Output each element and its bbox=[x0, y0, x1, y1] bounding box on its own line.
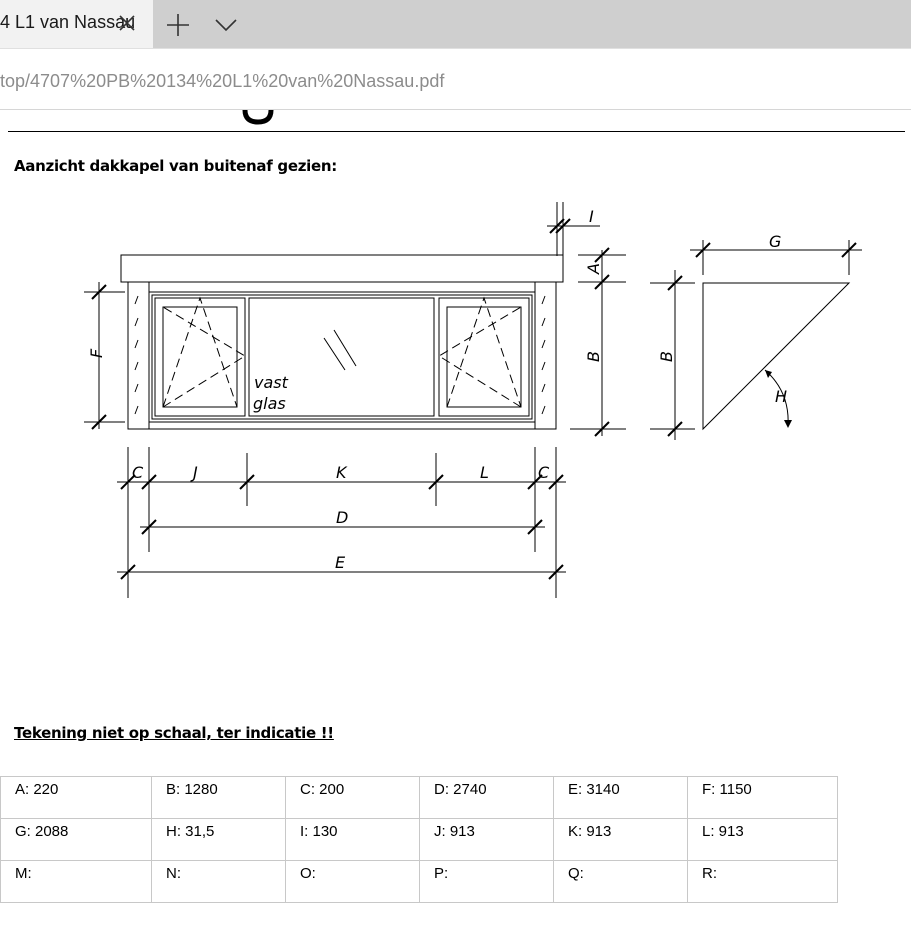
table-row: A: 220 B: 1280 C: 200 D: 2740 E: 3140 F:… bbox=[0, 776, 838, 819]
dimension-tick bbox=[667, 421, 683, 437]
table-cell: P: bbox=[419, 860, 554, 903]
table-cell: D: 2740 bbox=[419, 776, 554, 819]
label-g: G bbox=[769, 232, 781, 251]
hatch-line bbox=[541, 317, 546, 327]
label-l: L bbox=[480, 463, 489, 482]
dimension-tick bbox=[91, 284, 107, 300]
side-profile bbox=[702, 282, 851, 431]
dimension-tick bbox=[527, 474, 543, 490]
table-cell: K: 913 bbox=[553, 818, 688, 861]
dormer-drawing: F A B B I G H C J K L C D E vast glas bbox=[84, 202, 862, 598]
label-c-left: C bbox=[132, 463, 144, 482]
hatch-line bbox=[541, 405, 546, 415]
hatch-line bbox=[134, 295, 139, 305]
plus-icon[interactable] bbox=[165, 12, 191, 38]
close-icon[interactable] bbox=[116, 12, 138, 34]
dimension-tick bbox=[141, 519, 157, 535]
table-cell: H: 31,5 bbox=[151, 818, 286, 861]
dimension-tick bbox=[428, 474, 444, 490]
hatch-line bbox=[541, 383, 546, 393]
dimension-tick bbox=[91, 414, 107, 430]
tab-strip: 4 L1 van Nassau bbox=[0, 0, 911, 48]
scale-note: Tekening niet op schaal, ter indicatie !… bbox=[14, 724, 334, 742]
dimension-tick bbox=[527, 519, 543, 535]
label-d: D bbox=[336, 508, 348, 527]
table-cell: C: 200 bbox=[285, 776, 420, 819]
label-f: F bbox=[87, 348, 106, 358]
dimension-tick bbox=[239, 474, 255, 490]
table-cell: O: bbox=[285, 860, 420, 903]
dimension-tick bbox=[548, 474, 564, 490]
dimensions-table: A: 220 B: 1280 C: 200 D: 2740 E: 3140 F:… bbox=[0, 776, 838, 903]
hatch-line bbox=[541, 361, 546, 371]
tab-title: 4 L1 van Nassau bbox=[0, 12, 136, 32]
table-row: M: N: O: P: Q: R: bbox=[0, 860, 838, 903]
label-b-side: B bbox=[657, 351, 676, 362]
table-cell: N: bbox=[151, 860, 286, 903]
dimension-tick bbox=[548, 564, 564, 580]
label-b-front: B bbox=[584, 351, 603, 362]
section-title: Aanzicht dakkapel van buitenaf gezien: bbox=[14, 157, 337, 175]
hatch-line bbox=[541, 339, 546, 349]
table-cell: R: bbox=[687, 860, 838, 903]
dimension-tick bbox=[594, 247, 610, 263]
heading-rule bbox=[8, 131, 905, 132]
dimension-tick bbox=[120, 564, 136, 580]
hatch-line bbox=[134, 405, 139, 415]
dimension-tick bbox=[695, 242, 711, 258]
dimension-tick bbox=[141, 474, 157, 490]
table-cell: B: 1280 bbox=[151, 776, 286, 819]
table-cell: I: 130 bbox=[285, 818, 420, 861]
table-cell: E: 3140 bbox=[553, 776, 688, 819]
table-cell: F: 1150 bbox=[687, 776, 838, 819]
chevron-down-icon[interactable] bbox=[213, 12, 239, 38]
roof-fascia bbox=[120, 254, 564, 283]
url-text[interactable]: top/4707%20PB%20134%20L1%20van%20Nassau.… bbox=[0, 71, 445, 91]
dimension-tick bbox=[549, 218, 565, 234]
table-cell: L: 913 bbox=[687, 818, 838, 861]
label-k: K bbox=[336, 463, 348, 482]
table-cell: J: 913 bbox=[419, 818, 554, 861]
label-i: I bbox=[589, 207, 594, 226]
label-glas: glas bbox=[253, 394, 286, 413]
table-cell: G: 2088 bbox=[0, 818, 152, 861]
table-cell: Q: bbox=[553, 860, 688, 903]
hatch-line bbox=[134, 317, 139, 327]
dormer-body bbox=[127, 281, 557, 430]
hatch-line bbox=[134, 361, 139, 371]
label-e: E bbox=[335, 553, 346, 572]
hatch-line bbox=[134, 383, 139, 393]
heading-text-fragment bbox=[242, 109, 274, 125]
label-j: J bbox=[190, 463, 198, 482]
dimension-tick bbox=[594, 421, 610, 437]
hatch-line bbox=[541, 295, 546, 305]
table-cell: M: bbox=[0, 860, 152, 903]
label-h: H bbox=[775, 387, 787, 406]
dimension-tick bbox=[120, 474, 136, 490]
label-a: A bbox=[584, 263, 603, 275]
active-tab[interactable]: 4 L1 van Nassau bbox=[0, 0, 153, 48]
table-row: G: 2088 H: 31,5 I: 130 J: 913 K: 913 L: … bbox=[0, 818, 838, 861]
label-c-right: C bbox=[538, 463, 550, 482]
table-cell: A: 220 bbox=[0, 776, 152, 819]
hatch-line bbox=[134, 339, 139, 349]
dimension-tick bbox=[667, 275, 683, 291]
dimension-tick bbox=[841, 242, 857, 258]
address-bar[interactable]: top/4707%20PB%20134%20L1%20van%20Nassau.… bbox=[0, 48, 911, 111]
dimension-tick bbox=[555, 218, 571, 234]
dimension-tick bbox=[594, 274, 610, 290]
label-vast: vast bbox=[254, 373, 289, 392]
